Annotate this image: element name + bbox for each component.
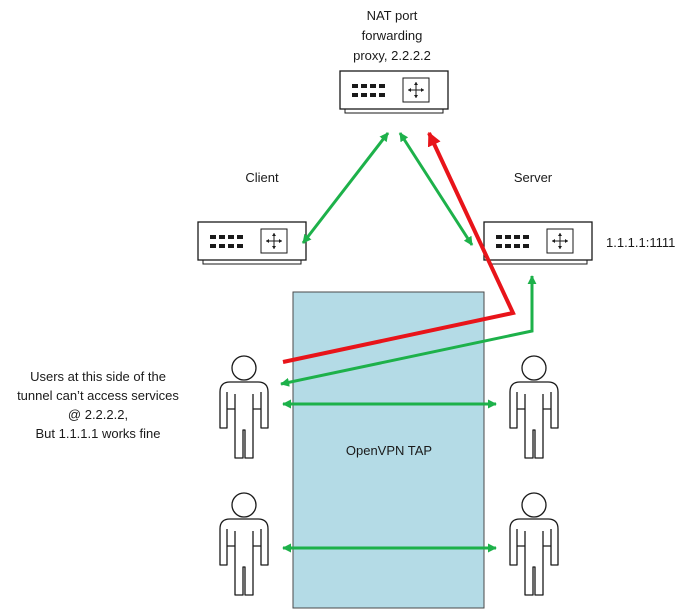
server-address-label: 1.1.1.1:1111 [606,235,675,250]
blocked-user-to-proxy-path [282,131,516,364]
nat-proxy-label-line-2: forwarding [362,28,423,43]
issue-note-line-3: @ 2.2.2.2, [68,407,128,422]
user-to-server-link [280,275,537,387]
nat-proxy-label-line-1: NAT port [367,8,418,23]
server-proxy-link [398,132,474,246]
server-device: Server 1.1.1.1:1111 [483,170,675,265]
issue-note-line-4: But 1.1.1.1 works fine [35,426,160,441]
client-label: Client [245,170,279,185]
person-icon [509,492,559,596]
client-proxy-link [301,132,390,244]
issue-note-line-2: tunnel can’t access services [17,388,179,403]
person-icon [219,492,269,596]
client-device: Client [197,170,307,265]
person-icon [509,355,559,459]
server-label: Server [514,170,553,185]
person-icon [219,355,269,459]
nat-proxy-device: NAT port forwarding proxy, 2.2.2.2 [339,8,449,114]
issue-note-line-1: Users at this side of the [30,369,166,384]
network-switch-icon [197,221,307,265]
network-switch-icon [339,70,449,114]
nat-proxy-label-line-3: proxy, 2.2.2.2 [353,48,431,63]
issue-note: Users at this side of the tunnel can’t a… [17,369,179,441]
network-switch-icon [483,221,593,265]
tunnel-label: OpenVPN TAP [346,443,432,458]
